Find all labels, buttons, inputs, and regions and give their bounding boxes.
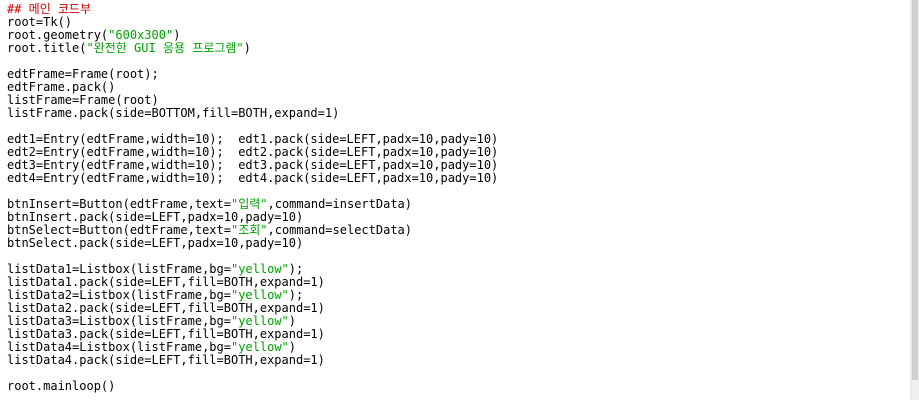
code-line: root.geometry("600x300")	[7, 29, 498, 42]
string-token: "완전한 GUI 응용 프로그램"	[86, 41, 244, 55]
string-token: "yellow"	[230, 262, 289, 276]
code-token: )	[288, 314, 296, 328]
string-token: "600x300"	[108, 28, 174, 42]
code-token: edt1=Entry(edtFrame,width=10); edt1.pack…	[7, 132, 499, 146]
code-token: edtFrame.pack()	[7, 80, 116, 94]
code-token: );	[288, 288, 304, 302]
string-token: "입력"	[230, 197, 268, 211]
code-line: btnInsert.pack(side=LEFT,padx=10,pady=10…	[7, 211, 498, 224]
code-token: btnSelect.pack(side=LEFT,padx=10,pady=10…	[7, 236, 304, 250]
vertical-scrollbar[interactable]	[910, 0, 919, 400]
code-token: root=Tk()	[7, 15, 73, 29]
code-token: listData1.pack(side=LEFT,fill=BOTH,expan…	[7, 275, 325, 289]
code-token: edtFrame=Frame(root);	[7, 67, 159, 81]
code-line: listData1.pack(side=LEFT,fill=BOTH,expan…	[7, 276, 498, 289]
comment-token: ## 메인 코드부	[7, 2, 92, 16]
code-token: ,command=insertData)	[267, 197, 413, 211]
code-line: listData4.pack(side=LEFT,fill=BOTH,expan…	[7, 354, 498, 367]
code-line: listData2=Listbox(listFrame,bg="yellow")…	[7, 289, 498, 302]
code-line: edt3=Entry(edtFrame,width=10); edt3.pack…	[7, 159, 498, 172]
code-token: ,command=selectData)	[267, 223, 413, 237]
code-line: edt4=Entry(edtFrame,width=10); edt4.pack…	[7, 172, 498, 185]
code-line: btnSelect=Button(edtFrame,text="조회",comm…	[7, 224, 498, 237]
code-token: )	[243, 41, 251, 55]
string-token: "yellow"	[230, 314, 289, 328]
code-token: btnInsert.pack(side=LEFT,padx=10,pady=10…	[7, 210, 304, 224]
code-line: btnInsert=Button(edtFrame,text="입력",comm…	[7, 198, 498, 211]
code-line: edt2=Entry(edtFrame,width=10); edt2.pack…	[7, 146, 498, 159]
code-line: listFrame=Frame(root)	[7, 94, 498, 107]
code-token: listData2=Listbox(listFrame,bg=	[7, 288, 231, 302]
code-token: listData3.pack(side=LEFT,fill=BOTH,expan…	[7, 327, 325, 341]
code-token: edt4=Entry(edtFrame,width=10); edt4.pack…	[7, 171, 499, 185]
code-line: listData3=Listbox(listFrame,bg="yellow")	[7, 315, 498, 328]
code-line: edtFrame.pack()	[7, 81, 498, 94]
code-line: btnSelect.pack(side=LEFT,padx=10,pady=10…	[7, 237, 498, 250]
code-token: root.title(	[7, 41, 87, 55]
code-line: root=Tk()	[7, 16, 498, 29]
code-token: root.mainloop()	[7, 379, 116, 393]
code-token: btnInsert=Button(edtFrame,text=	[7, 197, 231, 211]
code-token: );	[288, 262, 304, 276]
code-token: btnSelect=Button(edtFrame,text=	[7, 223, 231, 237]
code-line: listData4=Listbox(listFrame,bg="yellow")	[7, 341, 498, 354]
code-token: listData3=Listbox(listFrame,bg=	[7, 314, 231, 328]
code-line: root.mainloop()	[7, 380, 498, 393]
scrollbar-thumb[interactable]	[912, 0, 918, 380]
code-line: root.title("완전한 GUI 응용 프로그램")	[7, 42, 498, 55]
string-token: "yellow"	[230, 340, 289, 354]
code-line: listData2.pack(side=LEFT,fill=BOTH,expan…	[7, 302, 498, 315]
code-line: listData3.pack(side=LEFT,fill=BOTH,expan…	[7, 328, 498, 341]
code-line: listFrame.pack(side=BOTTOM,fill=BOTH,exp…	[7, 107, 498, 120]
code-line: ## 메인 코드부	[7, 3, 498, 16]
code-token: listFrame.pack(side=BOTTOM,fill=BOTH,exp…	[7, 106, 340, 120]
string-token: "조회"	[230, 223, 268, 237]
string-token: "yellow"	[230, 288, 289, 302]
code-token: listFrame=Frame(root)	[7, 93, 159, 107]
code-token: listData1=Listbox(listFrame,bg=	[7, 262, 231, 276]
code-line: edtFrame=Frame(root);	[7, 68, 498, 81]
code-token: listData4.pack(side=LEFT,fill=BOTH,expan…	[7, 353, 325, 367]
code-token: edt2=Entry(edtFrame,width=10); edt2.pack…	[7, 145, 499, 159]
code-token: root.geometry(	[7, 28, 109, 42]
code-token: )	[288, 340, 296, 354]
code-token: listData4=Listbox(listFrame,bg=	[7, 340, 231, 354]
code-line: listData1=Listbox(listFrame,bg="yellow")…	[7, 263, 498, 276]
code-token: edt3=Entry(edtFrame,width=10); edt3.pack…	[7, 158, 499, 172]
code-line: edt1=Entry(edtFrame,width=10); edt1.pack…	[7, 133, 498, 146]
code-token: listData2.pack(side=LEFT,fill=BOTH,expan…	[7, 301, 325, 315]
code-token: )	[173, 28, 181, 42]
